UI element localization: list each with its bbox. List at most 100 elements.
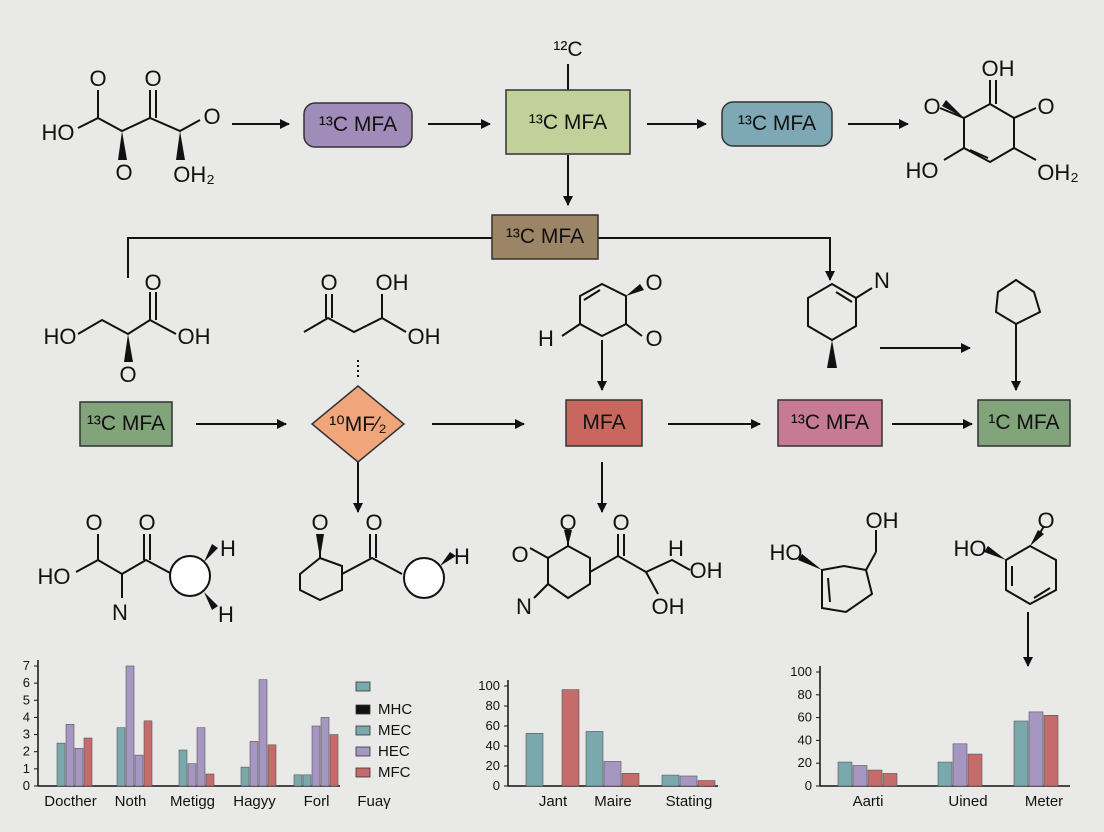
mfa-box-9-label: ¹C MFA — [988, 411, 1059, 434]
m2-bond-f — [1013, 147, 1037, 161]
chart-2-tick-label: 0 — [493, 778, 500, 793]
m8-n-bottom: N — [112, 600, 128, 625]
m1-oh2-bottom: OH₂ — [173, 162, 215, 187]
m9-ring — [299, 556, 343, 602]
mfa-box-5[interactable]: ¹³C MFA — [79, 401, 173, 447]
chart-3-tick-label: 60 — [798, 710, 812, 725]
m5-h-left: H — [538, 326, 554, 351]
top-12c-label: ¹²C — [553, 38, 582, 61]
chart-1-tick-label: 4 — [23, 709, 30, 724]
m8-ring — [169, 555, 211, 597]
m5-o-right2: O — [645, 326, 662, 351]
m8-h-bottom: H — [218, 602, 234, 627]
m2-bond-c — [1013, 107, 1037, 119]
line-b4-left — [127, 237, 492, 278]
m11-ring — [821, 564, 874, 614]
chart-2-tick-label: 100 — [478, 678, 500, 693]
legend-swatch — [355, 704, 371, 715]
legend-label: MEC — [378, 722, 412, 739]
chart-3-tick-label: 40 — [798, 732, 812, 747]
chart-3-bar — [952, 743, 968, 787]
m10-h-top: H — [668, 536, 684, 561]
m11-ho-left: HO — [770, 540, 803, 565]
m8-wedge-b — [204, 592, 218, 610]
m4-oh-top: OH — [376, 270, 409, 295]
mfa-box-1[interactable]: ¹³C MFA — [303, 102, 413, 148]
chart-1-tick-label: 0 — [23, 778, 30, 793]
legend-swatch — [355, 746, 371, 757]
m11-wedge — [798, 554, 822, 570]
chart-3-tick-label: 80 — [798, 687, 812, 702]
m1-ho-left: HO — [42, 120, 75, 145]
chart-1-category-label: Docther — [44, 793, 97, 810]
m6-bond-b — [855, 287, 873, 299]
chart-1-bar — [178, 749, 188, 787]
m5-o-right: O — [645, 270, 662, 295]
m4-o-top: O — [320, 270, 337, 295]
chart-3-bar — [882, 773, 898, 787]
mfa-diamond-6[interactable]: ¹⁰MF⁄₂ — [310, 385, 406, 463]
m2-bond-e — [943, 147, 965, 161]
process-boxes: ¹³C MFA ¹³C MFA ¹³C MFA ¹³C MFA ¹³C MFA … — [79, 38, 1071, 463]
chart-2-tick-label: 60 — [486, 718, 500, 733]
mfa-box-3[interactable]: ¹³C MFA — [721, 101, 833, 147]
m2-bond-d — [939, 107, 965, 119]
chart-3-bar — [1028, 711, 1044, 787]
mfa-box-2[interactable]: ¹³C MFA — [505, 89, 631, 155]
m12-ho-left: HO — [954, 536, 987, 561]
m9-h-right: H — [454, 544, 470, 569]
chart-1-bar — [302, 774, 312, 787]
m9-o-top-mid: O — [365, 510, 382, 535]
m12-wedge-a — [984, 546, 1006, 560]
chart-1-bar — [83, 737, 93, 787]
mfa-box-4[interactable]: ¹³C MFA — [491, 214, 599, 260]
m9-chain — [341, 556, 403, 575]
chart-3-bar — [1043, 715, 1059, 787]
mfa-box-7[interactable]: MFA — [565, 399, 643, 447]
m10-oh-right: OH — [690, 558, 723, 583]
m5-bond-b — [561, 323, 581, 337]
m9-wedge-b — [440, 552, 456, 566]
m10-wedge — [564, 530, 572, 546]
mfa-box-8[interactable]: ¹³C MFA — [777, 399, 883, 447]
m6-wedge — [827, 340, 837, 368]
chart-1-tick-label: 3 — [23, 727, 30, 742]
chart-3-category-label: Uined — [948, 793, 987, 810]
chart-1-bar — [320, 717, 330, 787]
m10-bond-f — [645, 571, 659, 595]
chart-2-tick-label: 80 — [486, 698, 500, 713]
mfa-box-3-label: ¹³C MFA — [738, 112, 816, 135]
mfa-box-9[interactable]: ¹C MFA — [977, 399, 1071, 447]
m10-o-left: O — [511, 542, 528, 567]
chart-1-tick-label: 5 — [23, 692, 30, 707]
m1-o-top-left: O — [89, 66, 106, 91]
chart-1-tick-label: 7 — [23, 658, 30, 673]
m3-o-top: O — [144, 270, 161, 295]
m3-oh-right: OH — [178, 324, 211, 349]
chart-1-category-label: Noth — [115, 793, 147, 810]
m2-oh-top: OH — [982, 56, 1015, 81]
mfa-box-4-label: ¹³C MFA — [506, 225, 584, 248]
chart-1-tick-label: 2 — [23, 744, 30, 759]
chart-1-bar — [258, 679, 268, 787]
chart-2-bar — [697, 780, 716, 787]
chart-2-category-label: Maire — [594, 793, 632, 810]
m10-o-top-left: O — [559, 510, 576, 535]
m2-ho-bottom: HO — [906, 158, 939, 183]
atom-labels: O O O HO O OH₂ OH O O HO OH₂ O HO OH O O… — [38, 56, 1079, 627]
chart-2-category-label: Jant — [539, 793, 568, 810]
mfa-box-8-label: ¹³C MFA — [791, 411, 869, 434]
molecule-bonds — [75, 80, 1057, 614]
chart-2-bar — [585, 731, 604, 787]
chart-1-bar — [293, 774, 303, 787]
chart-3-bar — [837, 761, 853, 787]
m10-ring — [547, 544, 591, 600]
arrow-b4-right — [598, 237, 835, 281]
chart-1-category-label: Metigg — [170, 793, 215, 810]
m6-bond-a — [835, 291, 853, 303]
